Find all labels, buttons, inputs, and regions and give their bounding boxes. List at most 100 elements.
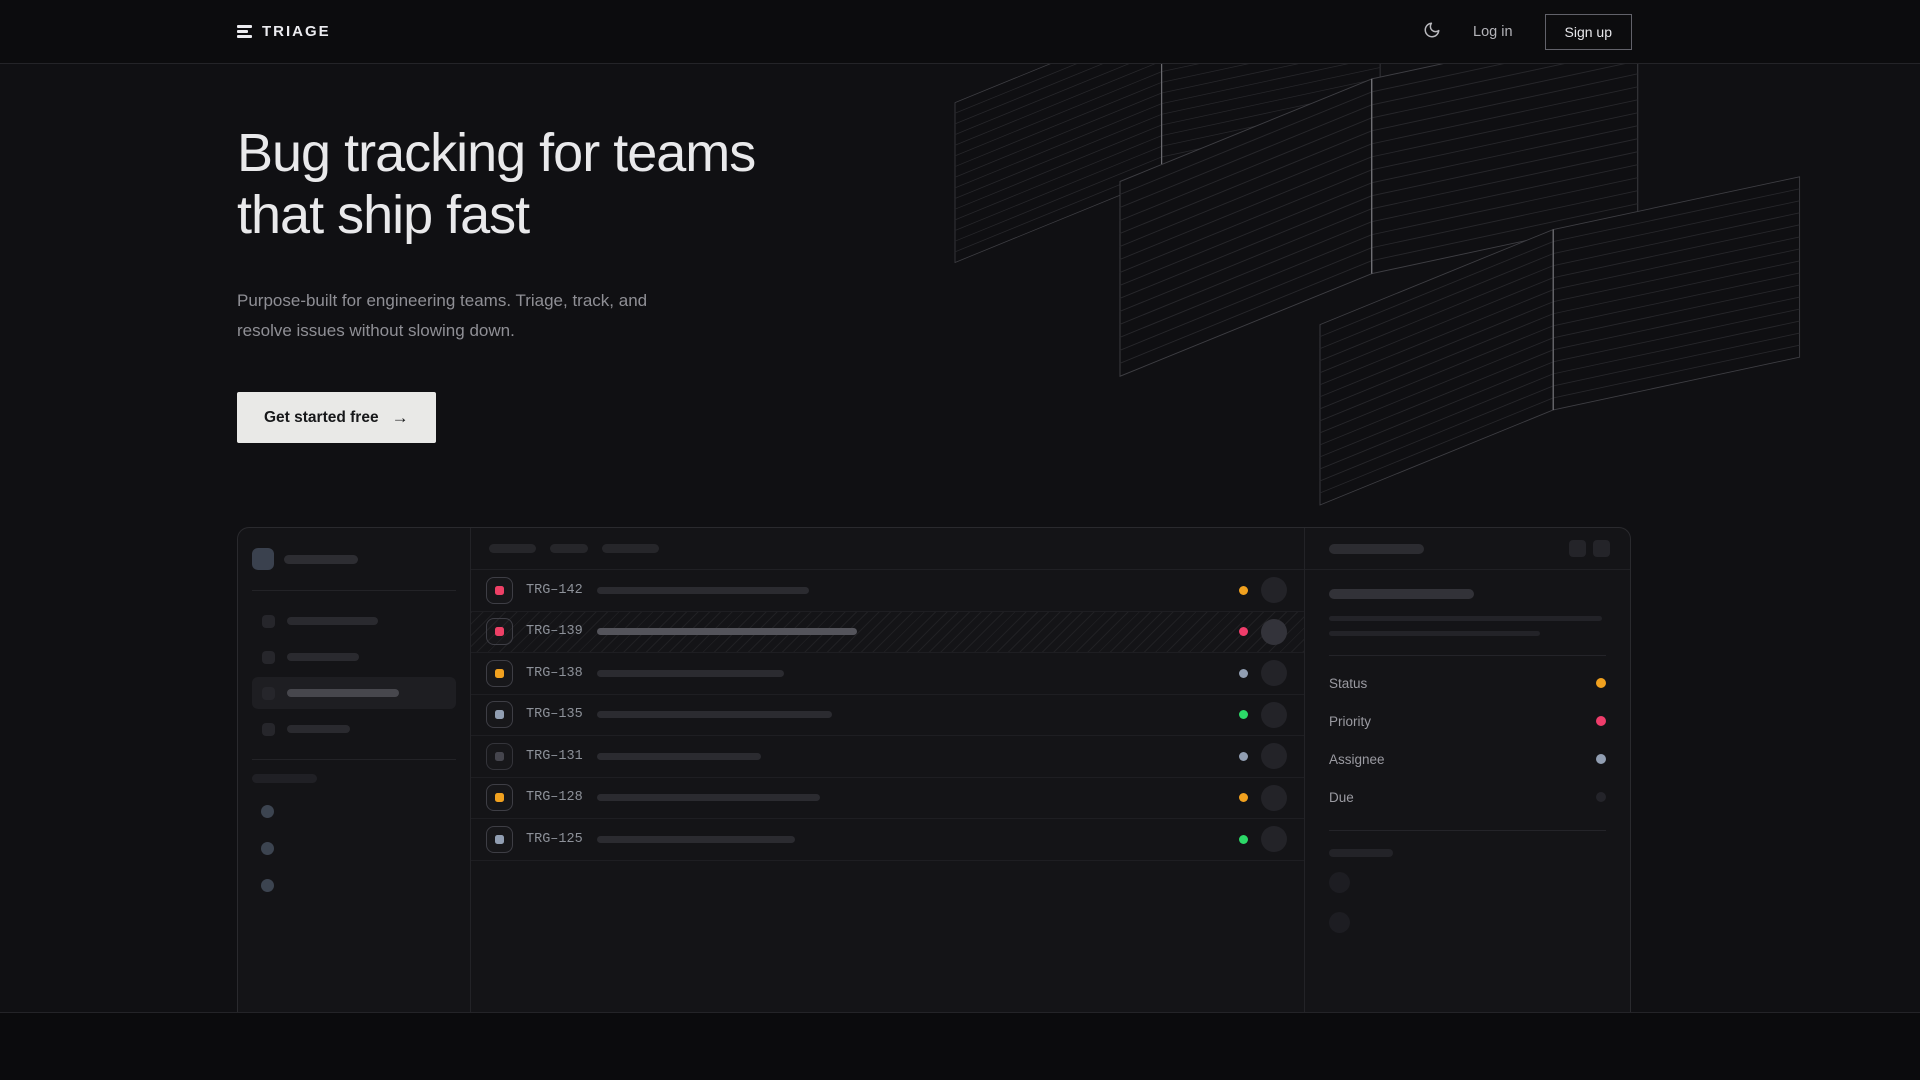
sidebar-item-icon [262, 686, 275, 700]
workspace-avatar [252, 548, 274, 570]
issue-list-header [471, 528, 1304, 570]
comment-avatar [1329, 912, 1350, 933]
issue-row[interactable]: TRG–135 [471, 695, 1304, 736]
divider [252, 759, 456, 760]
sidebar-item-icon [262, 722, 275, 736]
status-dot-icon [1239, 668, 1248, 678]
status-dot-icon [1239, 627, 1248, 637]
issue-row[interactable]: TRG–138 [471, 653, 1304, 695]
status-dot-icon [1239, 751, 1248, 761]
moon-icon [1423, 21, 1441, 42]
status-dot-icon [1239, 585, 1248, 595]
priority-icon [486, 576, 513, 604]
issue-title-placeholder [596, 835, 795, 843]
issue-id: TRG–139 [526, 624, 583, 640]
field-label: Status [1329, 675, 1368, 691]
issue-row[interactable]: TRG–125 [471, 819, 1304, 861]
issue-title-placeholder [596, 628, 857, 636]
workspace-switcher[interactable] [252, 548, 456, 570]
activity-label-placeholder [1329, 849, 1393, 857]
filter-tab-placeholder[interactable] [550, 544, 588, 553]
sidebar-item-icon [262, 650, 275, 664]
field-label: Assignee [1329, 751, 1385, 767]
app-mockup-card: TRG–142 TRG–139 TRG–138 TRG–135 TRG–131 [237, 527, 1631, 1012]
priority-icon [486, 701, 513, 729]
hero-content: Bug tracking for teams that ship fast Pu… [0, 64, 1920, 443]
detail-body: Status Priority Assignee Due [1305, 570, 1630, 933]
assignee-avatar [1261, 701, 1287, 728]
issue-rows: TRG–142 TRG–139 TRG–138 TRG–135 TRG–131 [471, 570, 1304, 861]
issue-title-placeholder [596, 586, 809, 594]
hero-title: Bug tracking for teams that ship fast [237, 123, 756, 245]
detail-field-row[interactable]: Status [1329, 664, 1606, 702]
issue-id: TRG–138 [526, 665, 583, 681]
detail-header [1305, 528, 1630, 570]
issue-detail-panel: Status Priority Assignee Due [1304, 528, 1630, 1012]
issue-row[interactable]: TRG–128 [471, 778, 1304, 819]
field-value-dot-icon [1596, 792, 1606, 802]
issue-id: TRG–131 [526, 748, 583, 764]
filter-tab-placeholder[interactable] [602, 544, 659, 553]
divider [252, 590, 456, 591]
issue-id: TRG–125 [526, 831, 583, 847]
detail-action-button[interactable] [1569, 540, 1586, 557]
description-line-placeholder [1329, 616, 1602, 621]
status-dot-icon [1239, 710, 1248, 720]
signup-button[interactable]: Sign up [1544, 13, 1632, 50]
priority-icon [486, 825, 513, 853]
member-avatar [261, 842, 274, 855]
field-value-dot-icon [1596, 716, 1606, 726]
issue-title-placeholder [1329, 589, 1474, 599]
description-line-placeholder [1329, 631, 1540, 636]
sidebar-item-2[interactable] [252, 641, 456, 673]
login-link[interactable]: Log in [1473, 23, 1513, 40]
top-nav: TRIAGE Log in Sign up [0, 0, 1920, 64]
section-label-placeholder [252, 774, 317, 783]
comment-avatar [1329, 872, 1350, 893]
assignee-avatar [1261, 743, 1287, 770]
divider [1329, 830, 1606, 831]
sidebar-item-label-placeholder [287, 725, 350, 733]
get-started-button[interactable]: Get started free → [237, 392, 436, 443]
assignee-avatar [1261, 784, 1287, 811]
detail-title-placeholder [1329, 543, 1424, 554]
issue-title-placeholder [596, 752, 761, 760]
theme-toggle-button[interactable] [1423, 21, 1441, 42]
detail-field-row[interactable]: Priority [1329, 702, 1606, 740]
issue-id: TRG–135 [526, 707, 583, 723]
workspace-name-placeholder [284, 554, 358, 564]
priority-icon [486, 784, 513, 812]
field-label: Priority [1329, 713, 1372, 729]
sidebar-item-label-placeholder [287, 689, 399, 697]
issue-row[interactable]: TRG–142 [471, 570, 1304, 612]
issue-list: TRG–142 TRG–139 TRG–138 TRG–135 TRG–131 [471, 528, 1304, 1012]
issue-row[interactable]: TRG–139 [471, 611, 1304, 653]
sidebar-item-1[interactable] [252, 605, 456, 637]
divider [1329, 655, 1606, 656]
sidebar-item-4[interactable] [252, 713, 456, 745]
issue-row[interactable]: TRG–131 [471, 736, 1304, 778]
assignee-avatar [1261, 660, 1287, 687]
issue-title-placeholder [596, 794, 820, 802]
nav-actions: Log in Sign up [1423, 13, 1632, 50]
member-avatar [261, 879, 274, 892]
hero-section: Bug tracking for teams that ship fast Pu… [0, 64, 1920, 1013]
status-dot-icon [1239, 834, 1248, 844]
detail-action-button[interactable] [1593, 540, 1610, 557]
priority-icon [486, 618, 513, 646]
sidebar-item-3-active[interactable] [252, 677, 456, 709]
triage-bars-icon [237, 25, 252, 38]
issue-id: TRG–128 [526, 790, 583, 806]
hero-subtitle: Purpose-built for engineering teams. Tri… [237, 291, 648, 340]
detail-field-row[interactable]: Assignee [1329, 740, 1606, 778]
assignee-avatar [1261, 826, 1287, 853]
detail-field-row[interactable]: Due [1329, 778, 1606, 816]
filter-tab-placeholder[interactable] [489, 544, 536, 553]
status-dot-icon [1239, 793, 1248, 803]
footer [0, 1013, 1920, 1080]
issue-title-placeholder [596, 711, 832, 719]
assignee-avatar [1261, 618, 1287, 645]
priority-icon [486, 659, 513, 687]
brand-logo[interactable]: TRIAGE [237, 23, 331, 40]
field-label: Due [1329, 789, 1354, 805]
